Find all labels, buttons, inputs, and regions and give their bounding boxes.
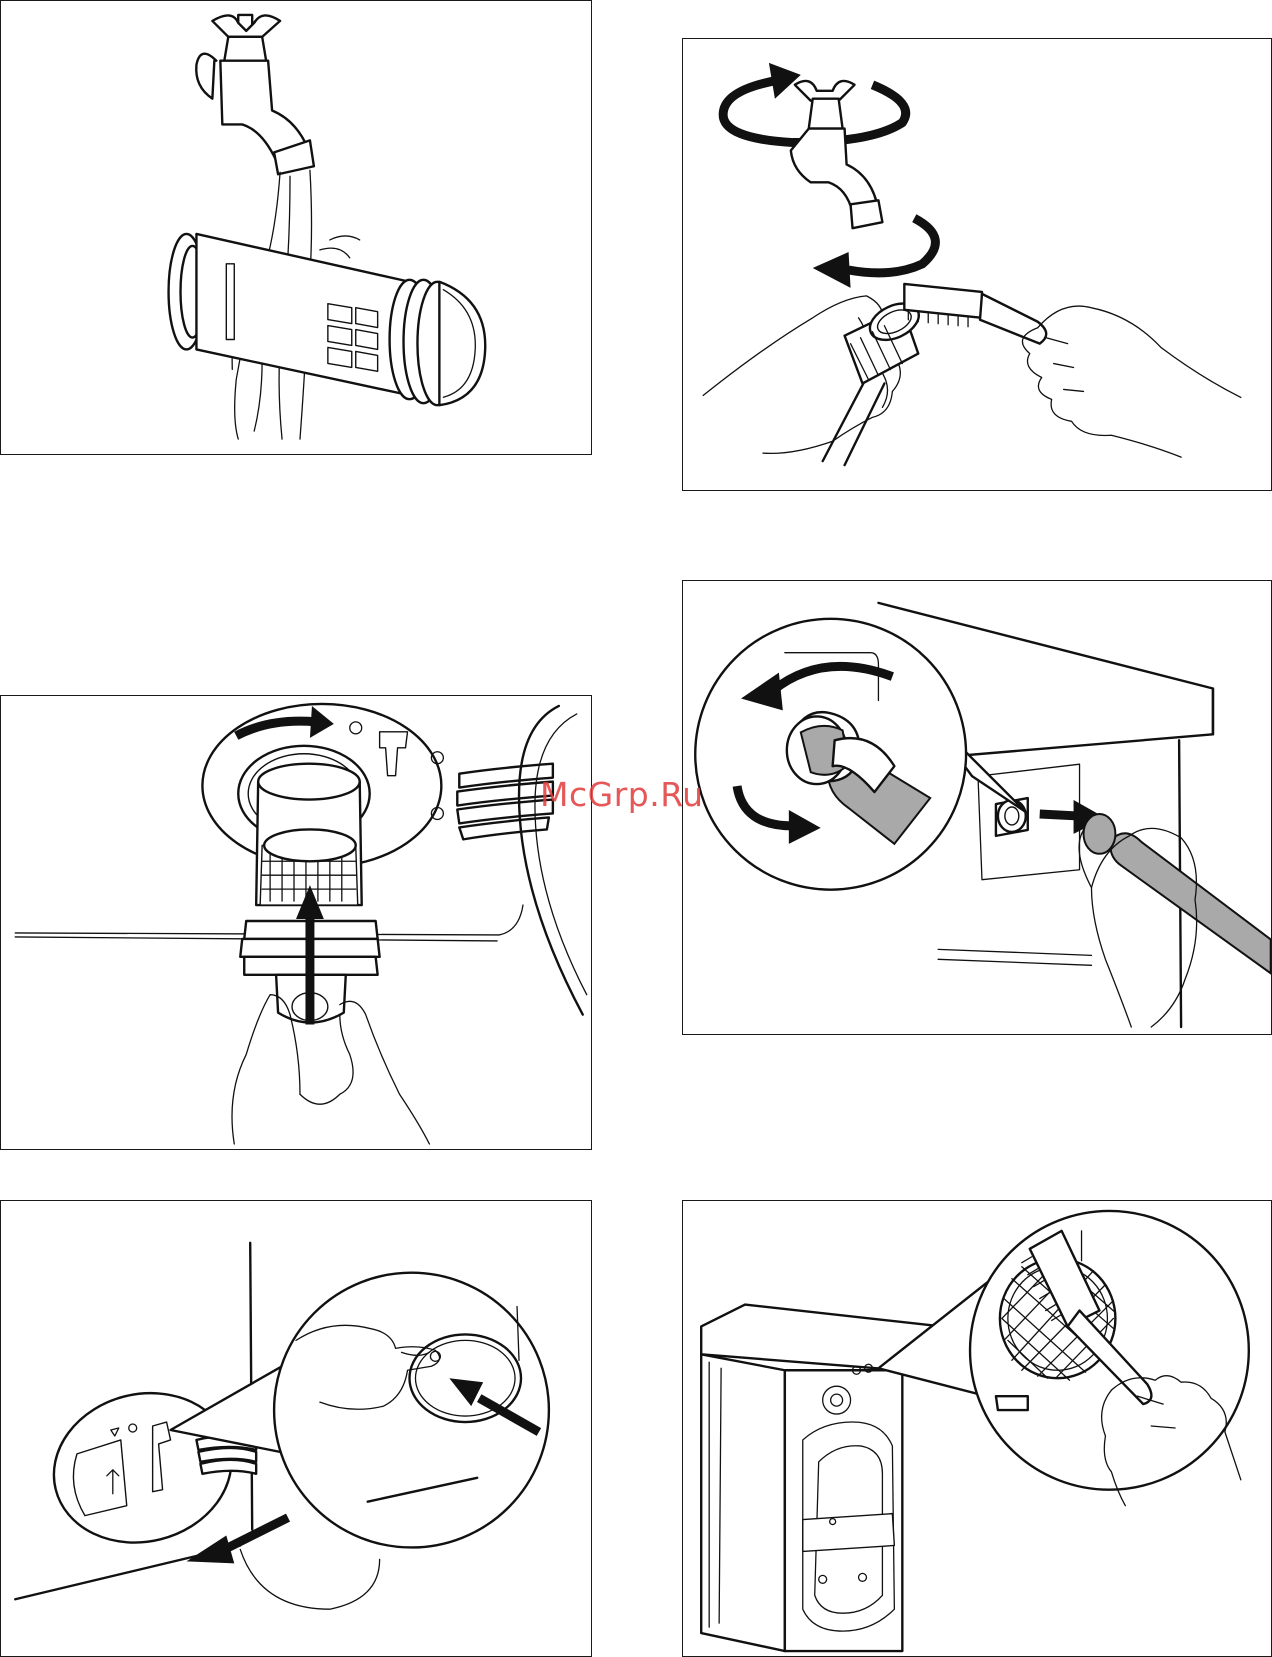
illustration-insert-filter xyxy=(0,695,592,1150)
tap-icon xyxy=(791,81,883,228)
illustration-remove-inlet-hose xyxy=(682,580,1272,1035)
open-service-flap-drawing xyxy=(1,1201,591,1656)
illustration-clean-hose-connector xyxy=(682,38,1272,491)
illustration-clean-inlet-filter xyxy=(682,1200,1272,1657)
hand-icon xyxy=(1079,814,1271,1027)
hand-icon xyxy=(1022,306,1240,457)
rotate-arrow-icon xyxy=(813,218,936,288)
insert-filter-drawing xyxy=(1,696,591,1149)
pull-out-arrow-icon xyxy=(186,1518,288,1564)
illustration-open-service-flap xyxy=(0,1200,592,1657)
clean-inlet-filter-drawing xyxy=(683,1201,1271,1656)
illustration-rinse-filter xyxy=(0,0,592,455)
watermark-text: McGrp.Ru xyxy=(540,775,704,814)
rinse-filter-drawing xyxy=(1,1,591,454)
remove-inlet-hose-drawing xyxy=(683,581,1271,1034)
clean-hose-connector-drawing xyxy=(683,39,1271,490)
tap-icon xyxy=(196,15,314,174)
drain-filter-icon xyxy=(169,234,486,405)
hose-connector-icon xyxy=(823,296,925,465)
